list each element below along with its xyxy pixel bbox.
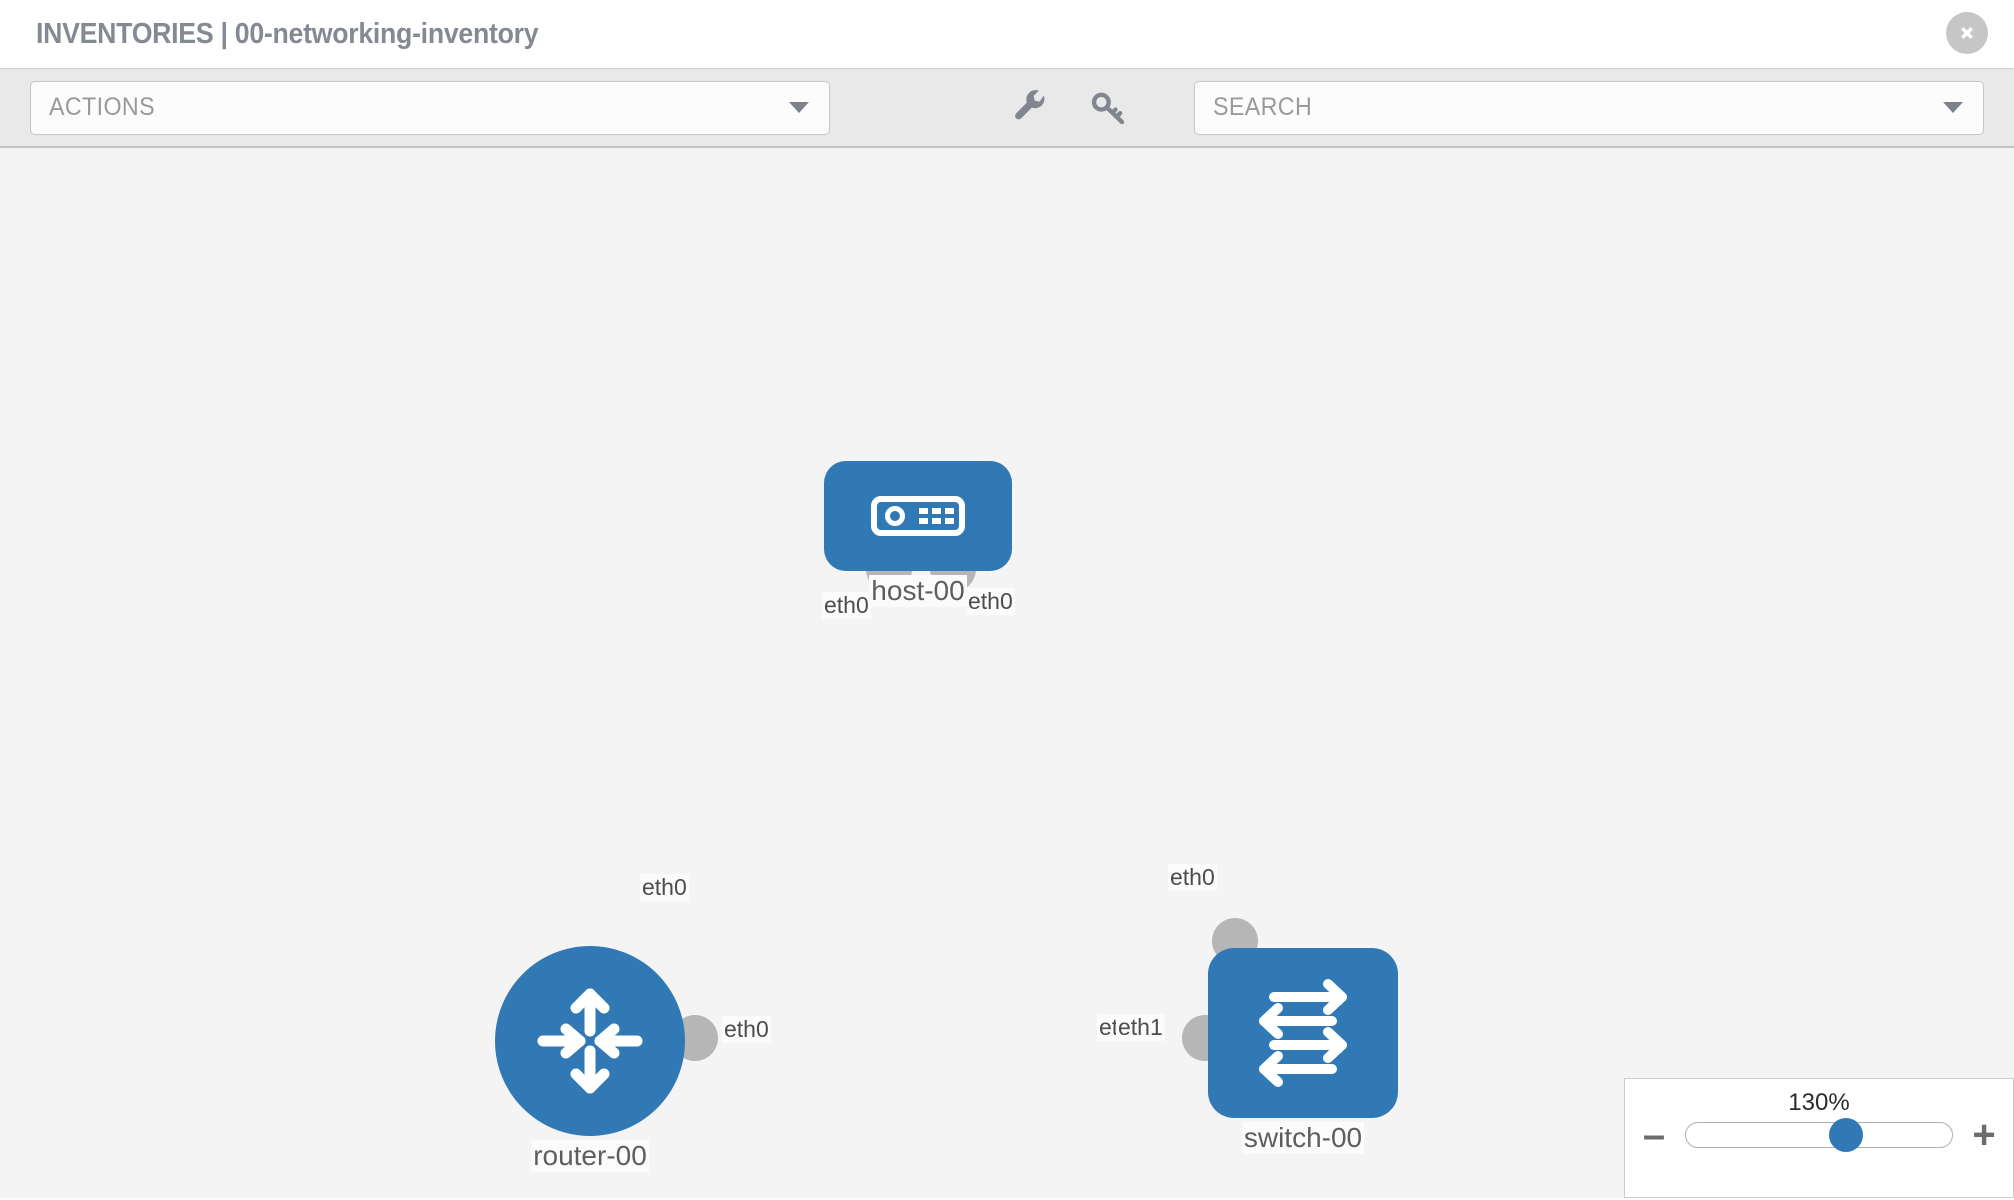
actions-dropdown[interactable]: ACTIONS xyxy=(30,80,830,135)
node-router-00[interactable]: router-00 xyxy=(495,946,685,1172)
zoom-out-button[interactable]: – xyxy=(1642,1113,1666,1157)
switch-arrows-icon xyxy=(1259,979,1347,1087)
node-switch-00-label: switch-00 xyxy=(1241,1122,1365,1154)
edge-label-router-right: eth0 xyxy=(722,1016,771,1043)
search-input[interactable]: SEARCH xyxy=(1194,80,1984,135)
edge-label-host-right: eth0 xyxy=(966,588,1015,615)
node-switch-00[interactable]: switch-00 xyxy=(1208,948,1398,1154)
node-host-00-label: host-00 xyxy=(869,575,967,607)
zoom-slider-thumb[interactable] xyxy=(1828,1118,1863,1152)
zoom-in-button[interactable]: + xyxy=(1972,1113,1996,1157)
node-host-00[interactable]: host-00 xyxy=(824,461,1012,607)
close-button[interactable] xyxy=(1946,12,1988,54)
actions-dropdown-label: ACTIONS xyxy=(49,93,155,121)
edge-label-switch-left-b: eth1 xyxy=(1116,1014,1165,1041)
close-icon xyxy=(1961,27,1973,39)
node-router-00-label: router-00 xyxy=(531,1140,649,1172)
edge-label-switch-up: eth0 xyxy=(1168,864,1217,891)
key-icon[interactable] xyxy=(1088,88,1128,128)
topology-edges xyxy=(0,148,300,298)
zoom-control-panel: 130% – + xyxy=(1624,1078,2014,1198)
router-arrows-icon xyxy=(537,988,643,1094)
zoom-control-row: – + xyxy=(1625,1113,2013,1157)
server-icon xyxy=(871,496,965,536)
page-title: INVENTORIES | 00-networking-inventory xyxy=(36,17,539,50)
wrench-icon[interactable] xyxy=(1010,88,1050,128)
edge-label-host-left: eth0 xyxy=(822,592,871,619)
search-placeholder: SEARCH xyxy=(1213,93,1313,121)
chevron-down-icon xyxy=(789,102,809,113)
node-switch-00-shape[interactable] xyxy=(1208,948,1398,1118)
toolbar-icon-group xyxy=(1010,88,1128,128)
edge-label-router-up: eth0 xyxy=(640,874,689,901)
zoom-level-value: 130% xyxy=(1788,1089,1850,1116)
zoom-slider[interactable] xyxy=(1685,1118,1953,1152)
node-router-00-shape[interactable] xyxy=(495,946,685,1136)
topology-canvas[interactable]: host-00 router-00 xyxy=(0,148,2014,1198)
toolbar: ACTIONS SEARCH xyxy=(0,68,2014,148)
node-host-00-shape[interactable] xyxy=(824,461,1012,571)
chevron-down-icon[interactable] xyxy=(1943,102,1963,113)
page-header: INVENTORIES | 00-networking-inventory xyxy=(0,0,2014,68)
